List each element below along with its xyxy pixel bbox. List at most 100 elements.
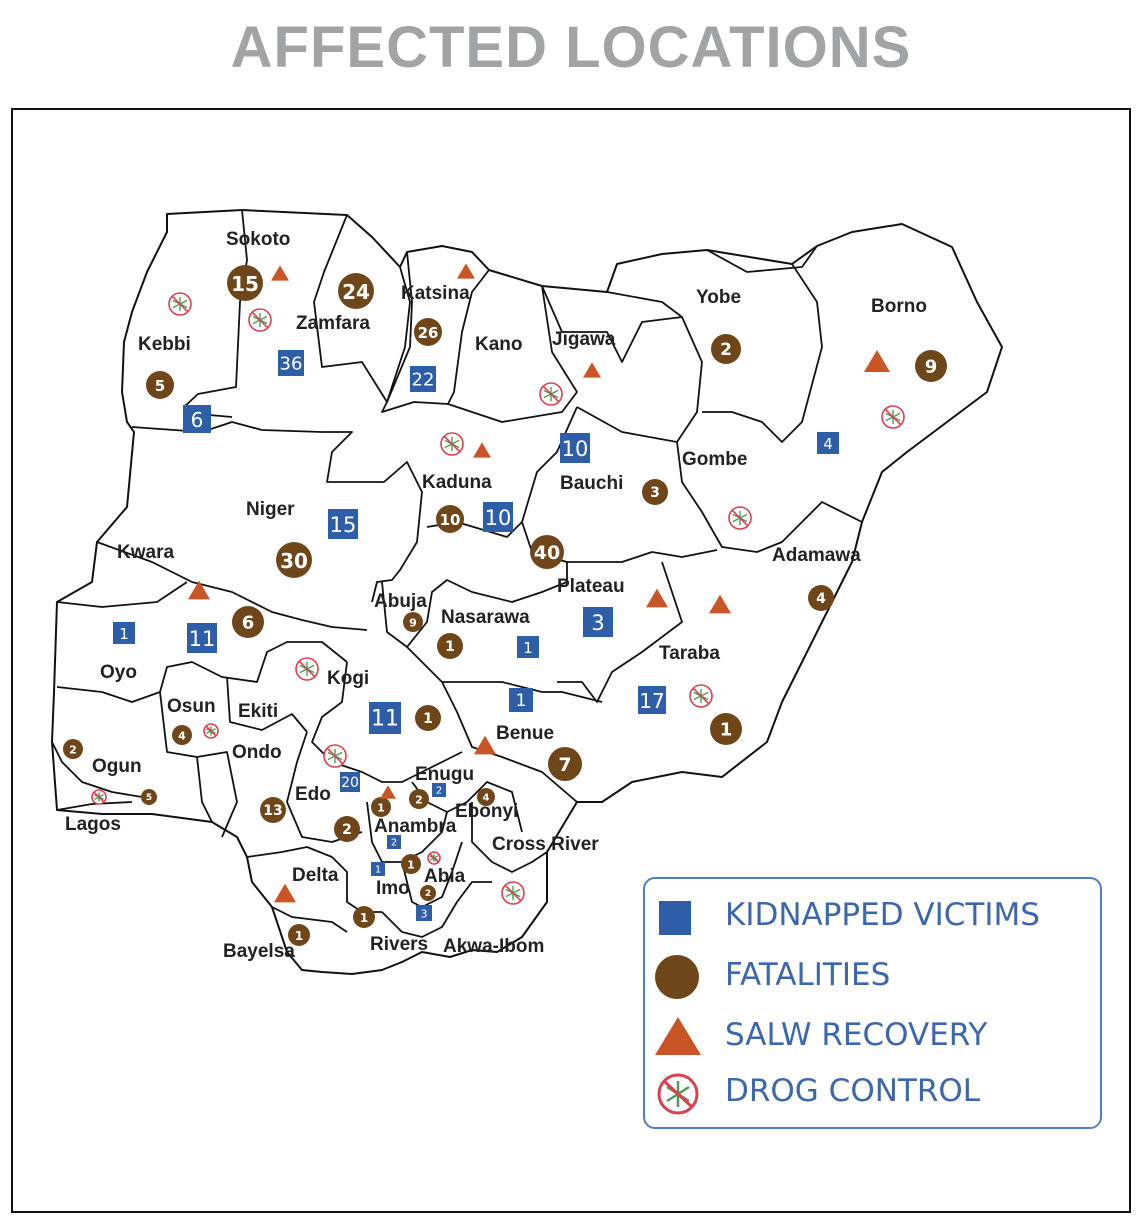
state-border <box>381 251 449 413</box>
state-label-ogun: Ogun <box>92 756 142 777</box>
svg-text:4: 4 <box>483 793 490 804</box>
svg-text:1: 1 <box>360 911 368 925</box>
state-label-jigawa: Jigawa <box>552 329 616 350</box>
svg-text:15: 15 <box>330 513 357 537</box>
kidnapped-marker: 2 <box>432 783 446 797</box>
state-label-gombe: Gombe <box>682 449 747 470</box>
state-label-bauchi: Bauchi <box>560 473 623 494</box>
no-drug-icon <box>539 382 563 406</box>
svg-text:3: 3 <box>421 908 428 921</box>
svg-text:10: 10 <box>440 511 461 529</box>
fatality-marker: 1 <box>371 797 391 817</box>
kidnapped-marker: 3 <box>583 607 613 637</box>
state-label-bayelsa: Bayelsa <box>223 941 295 962</box>
svg-text:22: 22 <box>412 370 435 391</box>
state-border <box>702 263 823 443</box>
svg-text:2: 2 <box>342 822 352 838</box>
fatality-marker: 1 <box>437 633 463 659</box>
svg-text:7: 7 <box>558 754 571 776</box>
kidnapped-marker: 36 <box>278 350 304 376</box>
no-drug-icon <box>440 432 464 456</box>
fatality-marker: 2 <box>420 885 436 901</box>
salw-triangle-icon <box>380 785 396 799</box>
legend-kidnapped: KIDNAPPED VICTIMS <box>645 889 1100 939</box>
kidnapped-marker: 15 <box>328 509 358 539</box>
no-drug-icon <box>248 308 272 332</box>
state-label-rivers: Rivers <box>370 934 428 955</box>
svg-text:4: 4 <box>823 435 833 453</box>
state-border <box>56 801 133 811</box>
legend-drug-label: DROG CONTROL <box>725 1073 981 1109</box>
svg-text:6: 6 <box>242 613 255 634</box>
state-label-delta: Delta <box>292 865 339 886</box>
state-border <box>131 421 423 603</box>
state-label-kwara: Kwara <box>117 542 174 563</box>
state-label-plateau: Plateau <box>557 576 625 597</box>
kidnapped-marker: 1 <box>509 688 533 712</box>
fatality-marker: 1 <box>401 854 421 874</box>
state-border <box>567 549 718 563</box>
svg-text:1: 1 <box>295 929 303 943</box>
no-drug-icon <box>657 1073 699 1115</box>
svg-text:11: 11 <box>371 707 399 732</box>
state-border <box>56 641 348 703</box>
kidnapped-marker: 1 <box>517 636 539 658</box>
legend-fatalities-label: FATALITIES <box>725 957 891 993</box>
svg-text:40: 40 <box>534 542 560 564</box>
svg-text:20: 20 <box>341 775 359 791</box>
svg-text:10: 10 <box>562 437 589 461</box>
no-drug-icon <box>203 723 219 739</box>
state-label-zamfara: Zamfara <box>296 313 370 334</box>
fatality-marker: 1 <box>710 713 742 745</box>
svg-text:1: 1 <box>375 865 381 876</box>
fatality-marker: 1 <box>353 906 375 928</box>
state-label-oyo: Oyo <box>100 662 137 683</box>
state-label-lagos: Lagos <box>65 814 121 835</box>
fatality-marker: 15 <box>227 265 263 301</box>
state-label-yobe: Yobe <box>696 287 741 308</box>
legend-salw: SALW RECOVERY <box>645 1009 1100 1059</box>
fatality-marker: 40 <box>530 535 564 569</box>
salw-triangle-icon <box>709 594 731 614</box>
state-label-ondo: Ondo <box>232 742 282 763</box>
fatality-marker: 5 <box>141 789 157 805</box>
svg-text:9: 9 <box>409 617 417 630</box>
state-label-edo: Edo <box>295 784 331 805</box>
state-border <box>286 731 363 843</box>
svg-text:1: 1 <box>377 802 385 815</box>
salw-triangle-icon <box>864 349 890 373</box>
state-label-ekiti: Ekiti <box>238 701 278 722</box>
fatality-marker: 3 <box>642 479 668 505</box>
salw-triangle-icon <box>457 263 475 279</box>
state-border <box>557 561 683 703</box>
state-label-sokoto: Sokoto <box>226 229 290 250</box>
state-border <box>311 661 463 783</box>
legend-drug: DROG CONTROL <box>645 1065 1100 1115</box>
salw-triangle-icon <box>188 580 210 600</box>
salw-triangle-icon <box>271 265 289 281</box>
fatality-marker: 1 <box>415 705 441 731</box>
svg-text:3: 3 <box>650 485 660 501</box>
state-border <box>96 541 368 631</box>
svg-text:6: 6 <box>191 408 204 432</box>
fatality-marker: 2 <box>63 739 83 759</box>
state-label-enugu: Enugu <box>415 764 474 785</box>
fatality-marker: 2 <box>334 816 360 842</box>
svg-text:2: 2 <box>69 744 77 757</box>
state-label-osun: Osun <box>167 696 216 717</box>
state-label-benue: Benue <box>496 723 554 744</box>
no-drug-icon <box>168 292 192 316</box>
kidnapped-marker: 1 <box>113 622 135 644</box>
state-border <box>226 676 308 733</box>
no-drug-icon <box>689 684 713 708</box>
state-label-cross-river: Cross River <box>492 834 599 855</box>
fatality-marker: 1 <box>288 924 310 946</box>
svg-text:2: 2 <box>415 794 423 807</box>
svg-text:26: 26 <box>418 324 439 342</box>
state-label-abia: Abia <box>424 866 466 887</box>
state-label-katsina: Katsina <box>401 283 470 304</box>
no-drug-icon <box>728 506 752 530</box>
orange-triangle-icon <box>655 1017 701 1055</box>
